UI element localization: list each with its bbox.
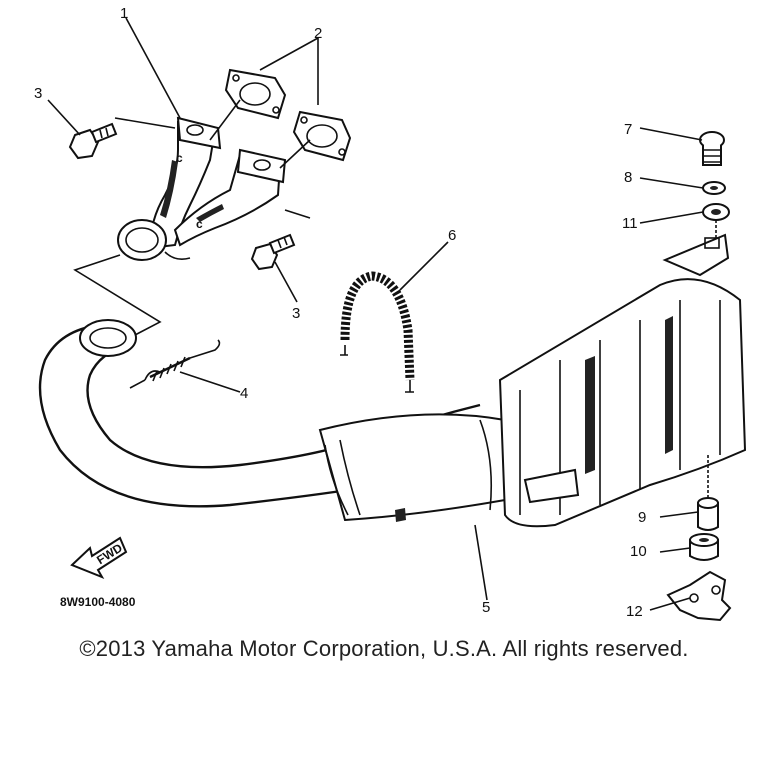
spring-hose	[340, 271, 415, 393]
callout-8: 8	[624, 169, 632, 186]
callout-6: 6	[448, 227, 456, 244]
muffler-bracket	[666, 570, 732, 622]
callout-leader-lines	[47, 17, 717, 611]
callout-5: 5	[482, 599, 490, 616]
callout-7: 7	[624, 121, 632, 138]
muffler-assembly	[38, 233, 747, 528]
manifold-gasket-upper	[224, 68, 287, 120]
svg-text:c: c	[196, 217, 203, 231]
muffler-mount-bolt	[699, 131, 725, 166]
exhaust-manifold: c c	[117, 116, 287, 261]
callout-3-upper: 3	[34, 85, 42, 102]
callout-3-lower: 3	[292, 305, 300, 322]
callout-10: 10	[630, 543, 647, 560]
assembly-leader-lines	[73, 99, 311, 336]
muffler-mount-washer	[702, 181, 726, 195]
exhaust-parts-diagram: c c	[34, 5, 747, 622]
callout-9: 9	[638, 509, 646, 526]
diagram-code: 8W9100-4080	[60, 595, 136, 609]
exhaust-spring	[129, 339, 221, 389]
svg-text:c: c	[176, 151, 183, 165]
callout-11: 11	[622, 215, 638, 232]
callout-2: 2	[314, 25, 322, 42]
callout-4: 4	[240, 385, 248, 402]
manifold-bolt-lower	[250, 233, 296, 271]
copyright-notice: ©2013 Yamaha Motor Corporation, U.S.A. A…	[79, 636, 689, 661]
callout-1: 1	[120, 5, 128, 22]
manifold-gasket-lower	[292, 110, 352, 162]
muffler-grommet	[697, 497, 719, 531]
manifold-bolt-upper	[68, 122, 118, 160]
callout-12: 12	[626, 603, 643, 620]
muffler-spacer	[689, 533, 719, 561]
fwd-arrow-icon: FWD	[70, 536, 128, 579]
muffler-mount-collar	[702, 203, 730, 221]
